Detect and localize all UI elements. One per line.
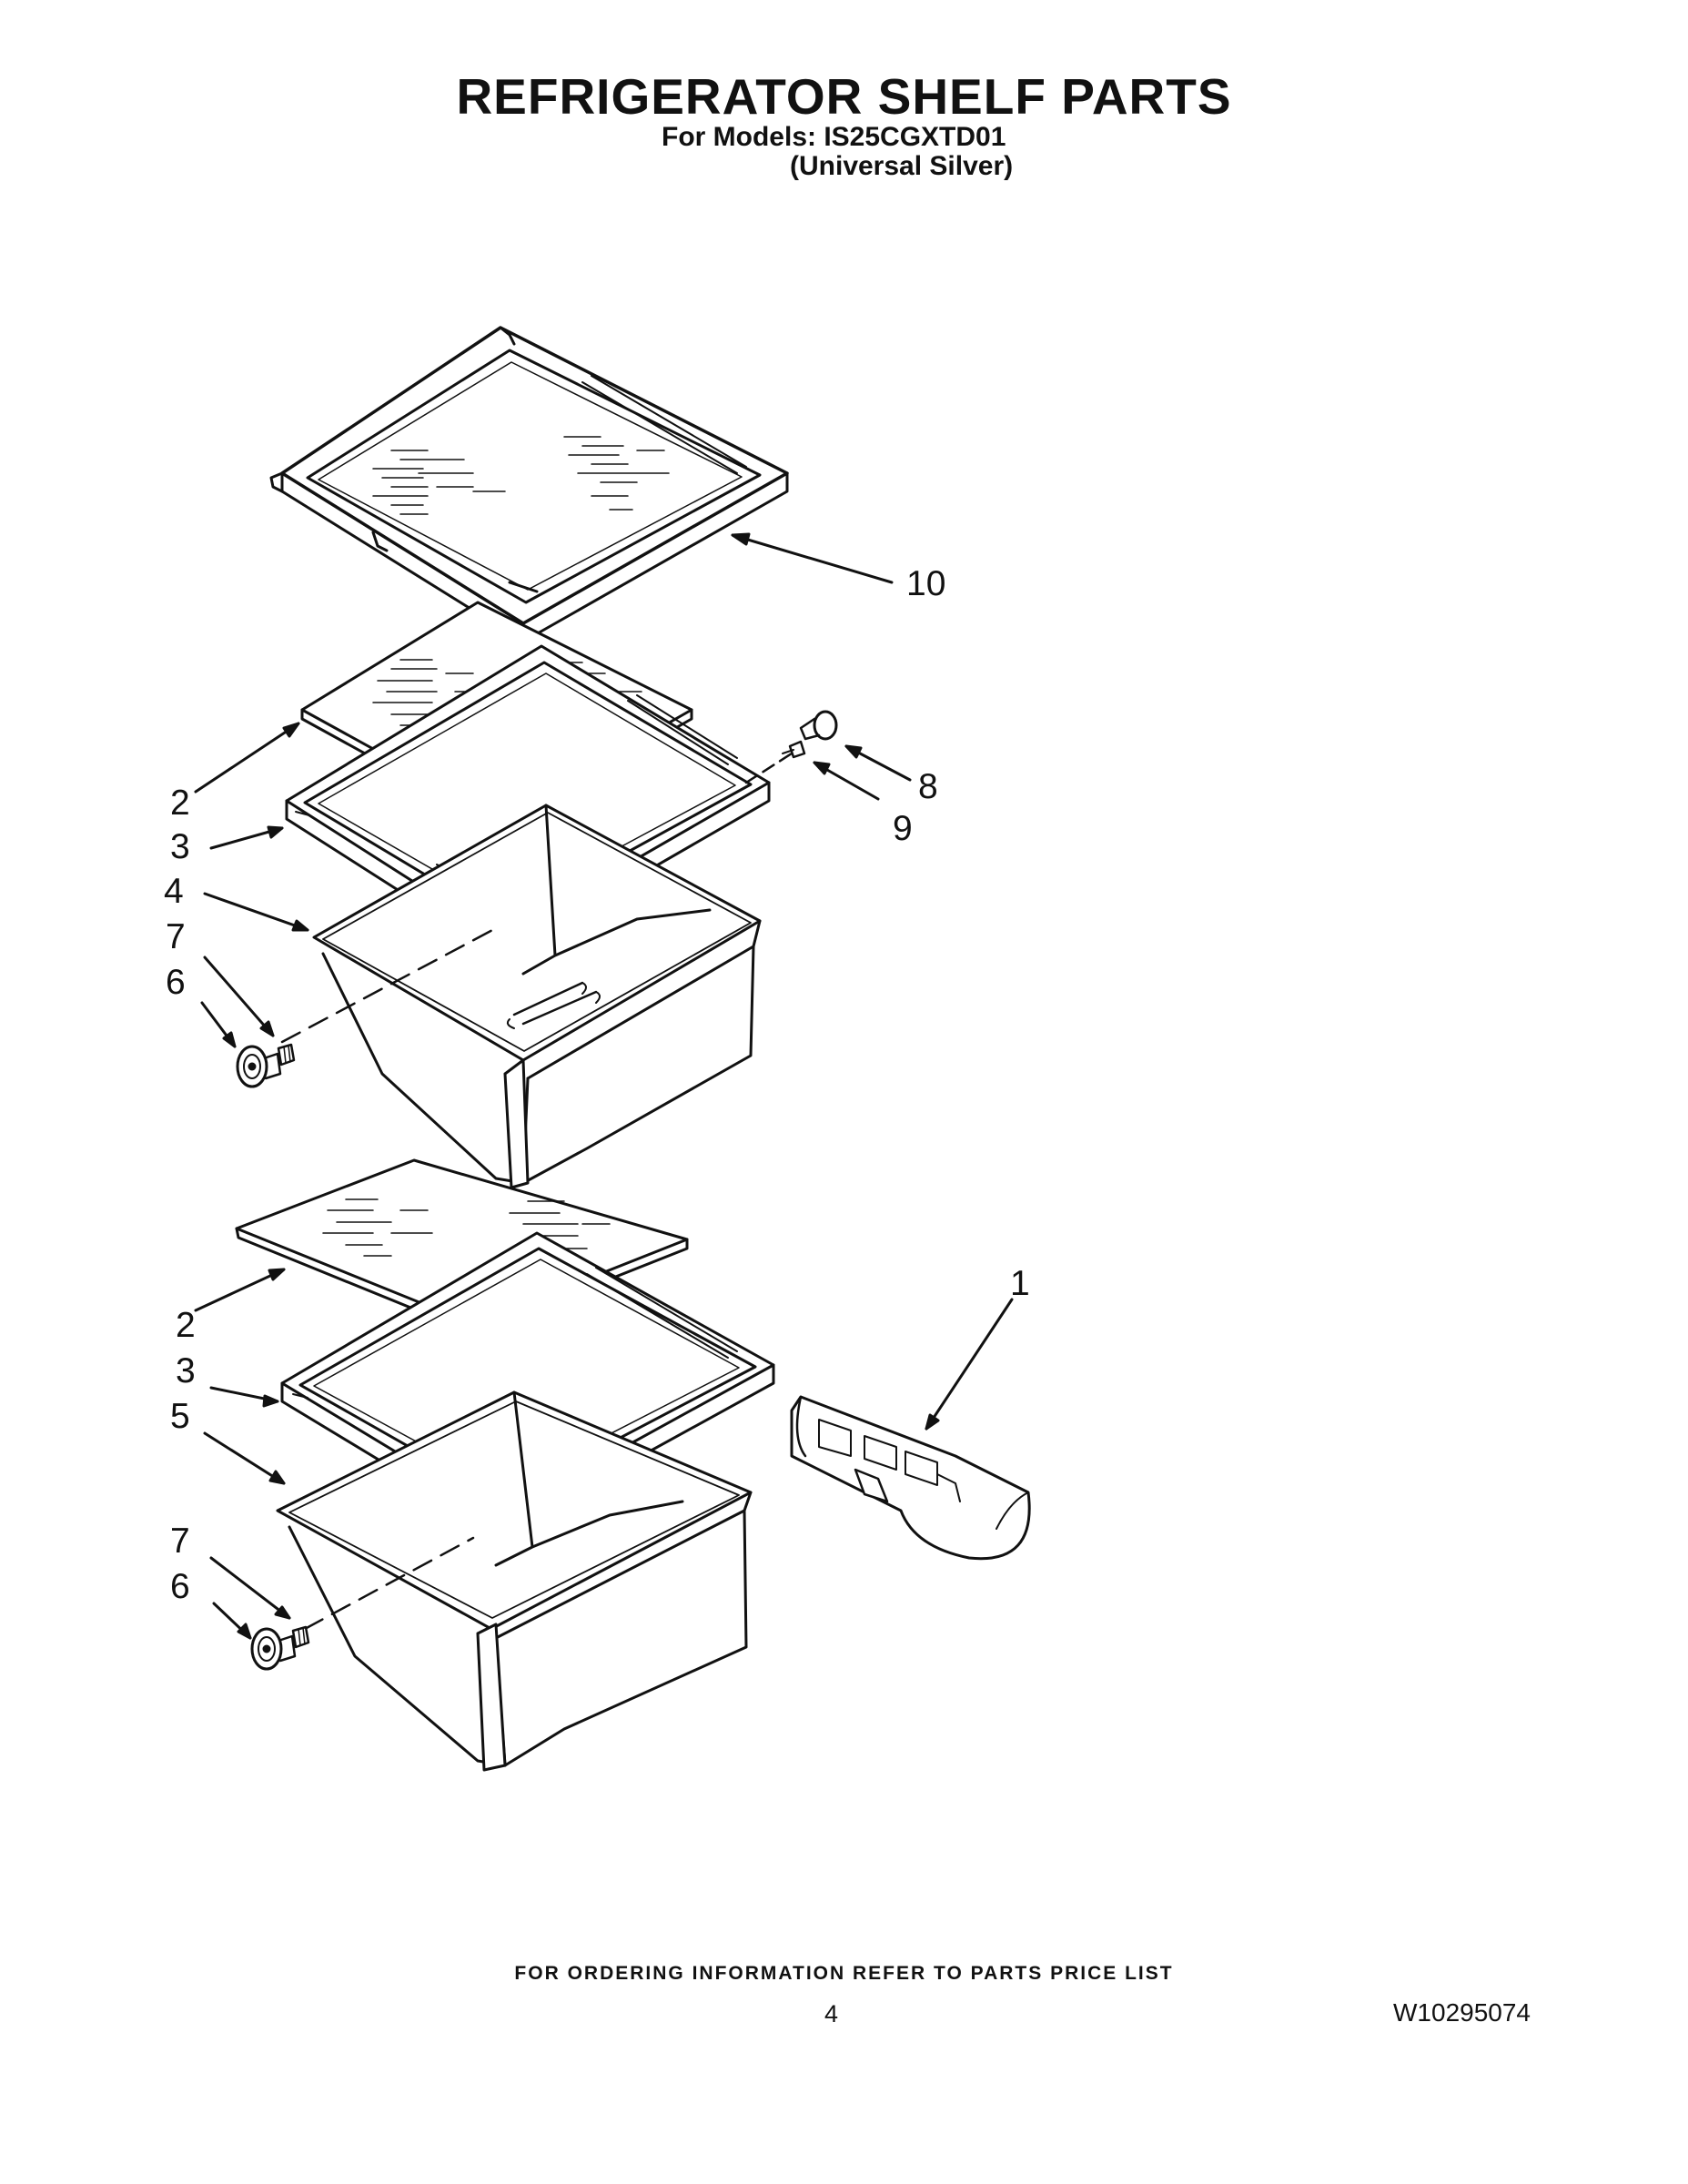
callout-3-lower: 3 (176, 1351, 196, 1390)
pulley-part-8 (799, 710, 838, 741)
shelf-frame-part-10 (269, 326, 789, 643)
arrowhead-6-lower (237, 1623, 252, 1640)
arrowhead-10 (731, 532, 751, 546)
crisper-drawer-part-5 (276, 1390, 753, 1772)
arrowhead-9 (813, 761, 831, 775)
callout-7-lower: 7 (170, 1522, 190, 1561)
callout-7-upper: 7 (166, 917, 186, 956)
callout-10: 10 (906, 564, 946, 603)
arrowhead-3-lower (262, 1394, 279, 1408)
callout-1: 1 (1010, 1264, 1030, 1303)
model-variant: (Universal Silver) (790, 151, 1014, 181)
callout-5: 5 (170, 1397, 190, 1436)
arrowhead-2-upper (282, 722, 300, 738)
arrowhead-1 (925, 1413, 940, 1431)
document-number: W10295074 (1393, 1998, 1531, 2027)
arrowhead-5 (268, 1470, 286, 1485)
leader-line-2-lower (194, 1268, 286, 1312)
assembly-line-upper (280, 926, 498, 1044)
drawer-screw-part-7-upper (277, 1043, 296, 1067)
ordering-note: FOR ORDERING INFORMATION REFER TO PARTS … (514, 1963, 1174, 1984)
arrowhead-7-upper (259, 1020, 275, 1037)
leader-line-10 (731, 533, 894, 584)
callout-2-lower: 2 (176, 1306, 196, 1345)
callout-6-upper: 6 (166, 963, 186, 1002)
arrowhead-3-upper (267, 825, 284, 839)
arrowhead-7-lower (274, 1605, 291, 1620)
callout-9: 9 (893, 809, 913, 848)
callout-6-lower: 6 (170, 1567, 190, 1606)
leader-line-7-upper (203, 956, 275, 1037)
leader-line-4 (203, 892, 309, 932)
leader-line-2-upper (194, 722, 300, 794)
leader-line-1 (925, 1298, 1014, 1431)
drawer-knob-part-6-lower (250, 1627, 297, 1671)
assembly-line-lower (303, 1536, 475, 1631)
callout-2-upper: 2 (170, 784, 190, 823)
arrowhead-4 (291, 919, 309, 932)
page-title: REFRIGERATOR SHELF PARTS (456, 68, 1232, 125)
drawer-handle-part-1 (790, 1395, 1031, 1561)
drawer-knob-part-6-upper (236, 1045, 282, 1088)
crisper-drawer-part-4 (312, 804, 762, 1189)
leader-line-5 (203, 1431, 286, 1485)
arrowhead-6-upper (222, 1031, 237, 1048)
callout-8: 8 (918, 767, 938, 806)
arrowhead-2-lower (268, 1268, 286, 1281)
callout-3-upper: 3 (170, 827, 190, 866)
model-line: For Models: IS25CGXTD01 (662, 122, 1006, 152)
screw-part-9 (782, 740, 806, 759)
drawer-screw-part-7-lower (291, 1625, 310, 1649)
page-number: 4 (824, 2000, 839, 2027)
leader-line-7-lower (209, 1556, 291, 1620)
callout-4: 4 (164, 872, 184, 911)
arrowhead-8 (844, 744, 863, 759)
assembly-line-right (744, 752, 793, 784)
